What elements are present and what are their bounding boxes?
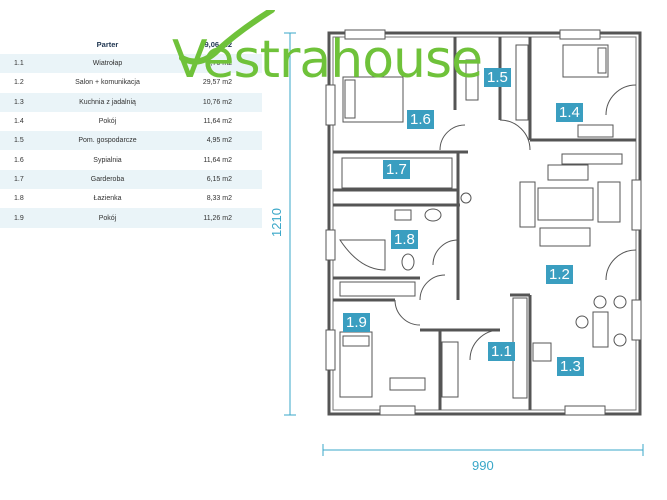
width-dimension-label: 990: [472, 458, 494, 473]
windows: [325, 29, 642, 416]
table-header: Parter 99,06 m2: [0, 34, 262, 54]
bathroom-fixtures: [339, 208, 442, 297]
doors: [394, 84, 637, 361]
desks: [389, 124, 614, 391]
room-label-1-1: 1.1: [488, 342, 515, 361]
floor-name: Parter: [96, 39, 119, 49]
sofa-set: [519, 164, 621, 247]
dining-table: [575, 295, 627, 348]
logo-swoosh: [179, 10, 275, 65]
room-label-1-7: 1.7: [383, 160, 410, 179]
room-label-1-5: 1.5: [484, 68, 511, 87]
height-dimension-line: [284, 32, 296, 416]
bed-14: [562, 44, 609, 78]
bed-16: [342, 76, 404, 123]
room-label-1-9: 1.9: [343, 313, 370, 332]
floor-total-area: 99,06 m2: [200, 39, 232, 49]
interior-walls: [333, 37, 636, 410]
bed-19: [339, 331, 373, 398]
kitchen-counter: [512, 297, 552, 399]
room-label-1-4: 1.4: [556, 103, 583, 122]
wardrobes: [341, 44, 623, 398]
width-dimension-line: [322, 444, 644, 456]
room-label-1-6: 1.6: [407, 110, 434, 129]
vestrahouse-logo: Vestrahouse: [172, 30, 483, 90]
room-label-1-3: 1.3: [557, 357, 584, 376]
utility-appliances: [460, 59, 479, 204]
height-dimension-label: 1210: [268, 208, 284, 237]
room-label-1-8: 1.8: [391, 230, 418, 249]
room-label-1-2: 1.2: [546, 265, 573, 284]
